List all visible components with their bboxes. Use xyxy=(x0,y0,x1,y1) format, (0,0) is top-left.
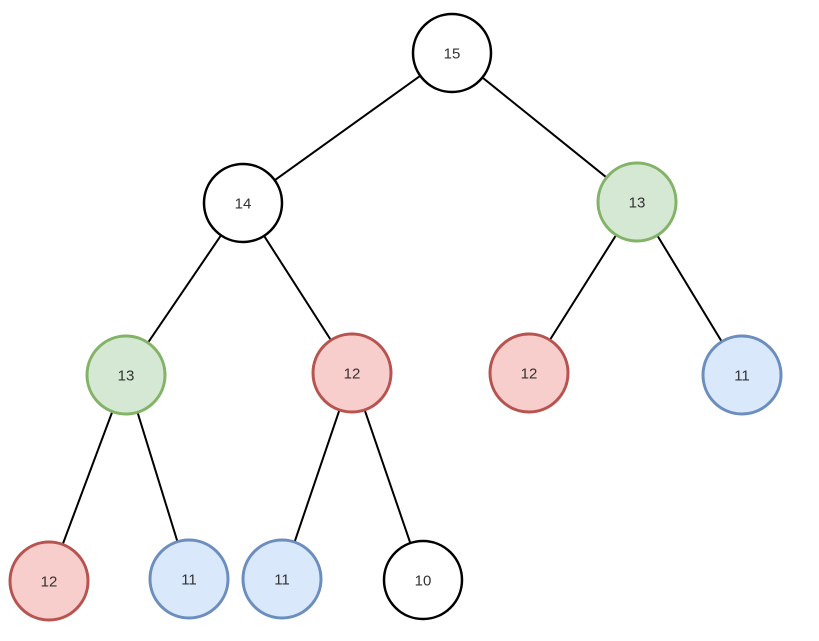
tree-node-LLR: 11 xyxy=(148,538,230,620)
node-label: 12 xyxy=(41,573,58,590)
node-label: 11 xyxy=(274,571,290,588)
edges-layer xyxy=(48,52,743,582)
node-label: 15 xyxy=(444,45,461,62)
tree-node-LRR: 10 xyxy=(382,539,464,621)
node-label: 11 xyxy=(734,367,750,384)
tree-node-LR: 12 xyxy=(311,332,393,414)
node-label: 11 xyxy=(181,571,197,588)
tree-node-LLL: 12 xyxy=(8,540,90,622)
node-circle xyxy=(596,161,678,243)
node-label: 13 xyxy=(118,367,135,384)
node-circle xyxy=(488,332,570,414)
tree-node-root: 15 xyxy=(411,12,493,94)
tree-node-LRL: 11 xyxy=(241,538,323,620)
tree-node-RL: 12 xyxy=(488,332,570,414)
tree-node-RR: 11 xyxy=(701,334,783,416)
tree-node-L: 14 xyxy=(202,162,284,244)
tree-node-R: 13 xyxy=(596,161,678,243)
node-circle xyxy=(202,162,284,244)
node-label: 13 xyxy=(629,194,646,211)
node-label: 14 xyxy=(235,195,252,212)
nodes-layer: 15 14 13 13 12 12 11 12 11 11 10 xyxy=(8,12,783,622)
node-circle xyxy=(148,538,230,620)
node-circle xyxy=(382,539,464,621)
tree-edge-root-L xyxy=(242,52,453,204)
node-circle xyxy=(241,538,323,620)
node-circle xyxy=(311,332,393,414)
node-label: 10 xyxy=(415,572,432,589)
node-circle xyxy=(701,334,783,416)
node-circle xyxy=(85,334,167,416)
tree-node-LL: 13 xyxy=(85,334,167,416)
node-label: 12 xyxy=(521,365,538,382)
node-label: 12 xyxy=(344,365,361,382)
node-circle xyxy=(411,12,493,94)
node-circle xyxy=(8,540,90,622)
